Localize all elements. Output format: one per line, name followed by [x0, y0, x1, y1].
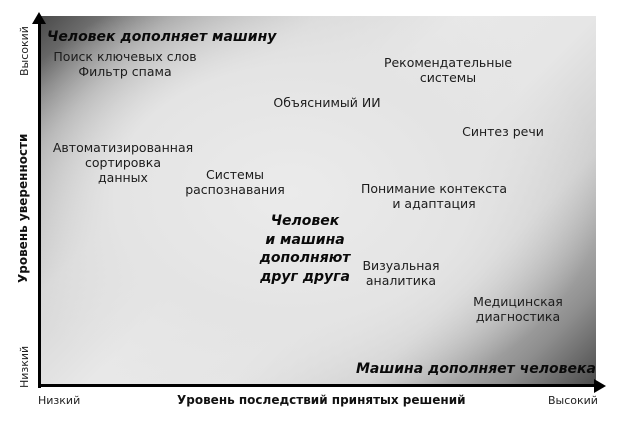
x-axis-high-label: Высокий [548, 394, 598, 407]
item-line: Фильтр спама [78, 64, 172, 79]
zone-title-center: Человек и машина дополняют друг друга [255, 212, 355, 286]
x-axis-low-label: Низкий [38, 394, 81, 407]
item-line: Системы [206, 167, 264, 182]
zone-center-line: дополняют [259, 250, 351, 266]
gradient-quadrant-panel [41, 16, 596, 384]
zone-title-bottom-right: Машина дополняет человека [356, 361, 596, 377]
item-visual-analytics: Визуальная аналитика [358, 258, 444, 288]
item-explainable-ai: Объяснимый ИИ [266, 95, 388, 110]
item-line: данных [98, 170, 148, 185]
item-line: Поиск ключевых слов [53, 49, 197, 64]
x-axis-arrow-icon [594, 378, 606, 393]
item-medical-diagnostics: Медицинская диагностика [468, 294, 568, 324]
item-line: Визуальная [362, 258, 440, 273]
item-line: Рекомендательные [383, 55, 513, 70]
item-keyword-search: Поиск ключевых слов Фильтр спама [50, 49, 200, 79]
item-recommender: Рекомендательные системы [378, 55, 518, 85]
x-axis-title: Уровень последствий принятых решений [177, 393, 466, 407]
item-line: диагностика [475, 309, 561, 324]
item-line: системы [419, 70, 477, 85]
x-axis-line [38, 384, 598, 387]
zone-center-line: и машина [265, 231, 345, 248]
zone-center-line: друг друга [260, 268, 350, 285]
item-line: и адаптация [392, 196, 476, 211]
item-line: Понимание контекста [360, 181, 508, 196]
y-axis-line [38, 22, 41, 388]
item-context-understanding: Понимание контекста и адаптация [354, 181, 514, 211]
y-axis-arrow-icon [32, 12, 46, 24]
item-line: Автоматизированная [52, 140, 194, 155]
item-auto-sorting: Автоматизированная сортировка данных [50, 140, 196, 185]
item-line: распознавания [185, 182, 285, 197]
item-speech-synthesis: Синтез речи [455, 124, 551, 139]
y-axis-title: Уровень уверенности [16, 133, 30, 283]
zone-title-top-left: Человек дополняет машину [47, 29, 277, 45]
y-axis-high-label: Высокий [18, 26, 31, 76]
item-line: аналитика [365, 273, 437, 288]
item-line: Синтез речи [462, 124, 544, 139]
item-line: Медицинская [473, 294, 563, 309]
item-recognition: Системы распознавания [180, 167, 290, 197]
y-axis-low-label: Низкий [18, 345, 31, 388]
zone-center-line: Человек [270, 213, 340, 229]
item-line: Объяснимый ИИ [273, 95, 381, 110]
item-line: сортировка [84, 155, 162, 170]
